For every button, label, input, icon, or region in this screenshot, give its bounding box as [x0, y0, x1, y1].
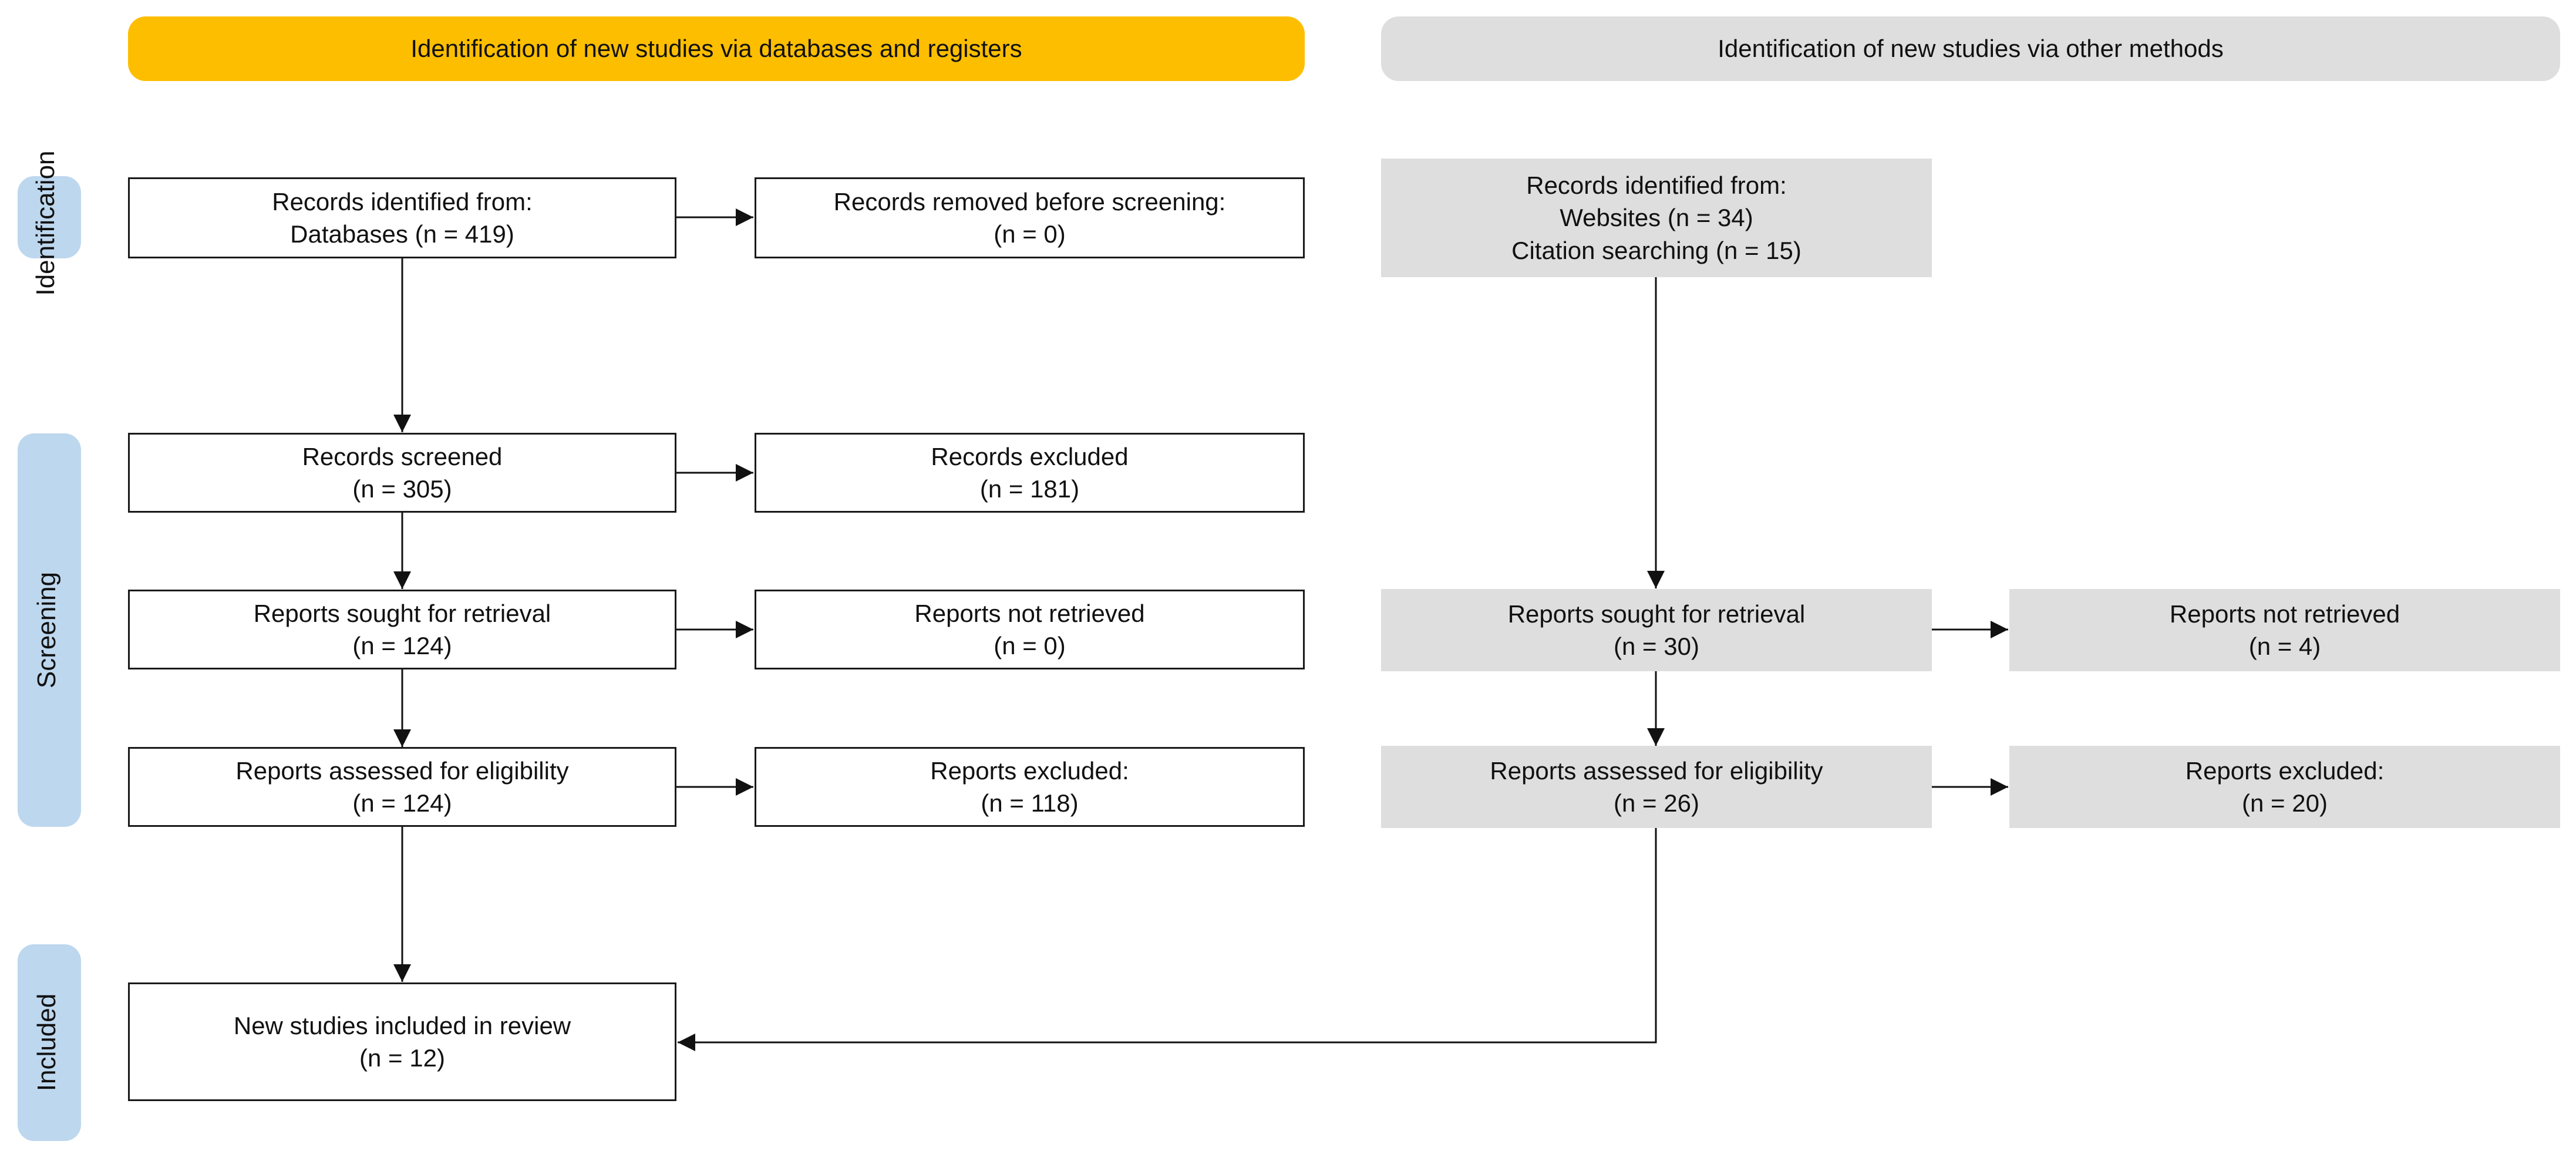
db-reports-not-retrieved-line2: (n = 0)	[994, 632, 1066, 659]
screening-phase-band	[18, 433, 81, 827]
other-reports-excluded-line1: Reports excluded:	[2185, 756, 2385, 785]
other-reports-sought-line2: (n = 30)	[1614, 632, 1699, 660]
other-reports-not-retrieved-box: Reports not retrieved (n = 4)	[2009, 589, 2560, 671]
db-records-removed-line1: Records removed before screening:	[833, 187, 1226, 216]
other-reports-sought-line1: Reports sought for retrieval	[1507, 600, 1806, 628]
other-records-identified-line1: Records identified from:	[1526, 171, 1787, 199]
other-reports-excluded-box: Reports excluded: (n = 20)	[2009, 746, 2560, 828]
other-reports-not-retrieved-line2: (n = 4)	[2248, 632, 2321, 660]
db-records-screened-line2: (n = 305)	[352, 475, 452, 503]
other-reports-sought-box: Reports sought for retrieval (n = 30)	[1381, 589, 1932, 671]
db-records-identified-line1: Records identified from:	[272, 187, 533, 216]
db-reports-assessed-line1: Reports assessed for eligibility	[235, 756, 569, 785]
db-reports-sought-box: Reports sought for retrieval (n = 124)	[128, 590, 676, 669]
db-reports-assessed-box: Reports assessed for eligibility (n = 12…	[128, 747, 676, 827]
db-records-removed-line2: (n = 0)	[994, 220, 1066, 248]
db-reports-assessed-line2: (n = 124)	[352, 789, 452, 817]
studies-included-line1: New studies included in review	[233, 1011, 571, 1039]
other-records-identified-line3: Citation searching (n = 15)	[1511, 236, 1801, 264]
db-reports-excluded-line2: (n = 118)	[981, 789, 1079, 817]
arrow-other-assessed-to-included	[678, 828, 1657, 1051]
db-records-identified-line2: Databases (n = 419)	[290, 220, 514, 248]
other-records-identified-line2: Websites (n = 34)	[1560, 204, 1753, 232]
db-reports-not-retrieved-box: Reports not retrieved (n = 0)	[755, 590, 1305, 669]
db-records-identified-box: Records identified from: Databases (n = …	[128, 177, 676, 258]
db-records-excluded-line1: Records excluded	[931, 442, 1129, 470]
studies-included-line2: (n = 12)	[359, 1044, 445, 1072]
database-column-header: Identification of new studies via databa…	[128, 16, 1305, 81]
included-phase-band	[18, 944, 81, 1141]
db-reports-excluded-box: Reports excluded: (n = 118)	[755, 747, 1305, 827]
db-records-removed-box: Records removed before screening: (n = 0…	[755, 177, 1305, 258]
other-methods-column-header: Identification of new studies via other …	[1381, 16, 2560, 81]
db-reports-sought-line2: (n = 124)	[352, 632, 452, 659]
db-records-excluded-line2: (n = 181)	[979, 475, 1080, 503]
db-records-screened-line1: Records screened	[302, 442, 503, 470]
other-reports-assessed-line2: (n = 26)	[1614, 789, 1699, 817]
other-reports-assessed-line1: Reports assessed for eligibility	[1490, 756, 1823, 785]
other-reports-excluded-line2: (n = 20)	[2242, 789, 2328, 817]
other-records-identified-box: Records identified from: Websites (n = 3…	[1381, 159, 1932, 277]
other-reports-not-retrieved-line1: Reports not retrieved	[2169, 600, 2400, 628]
other-reports-assessed-box: Reports assessed for eligibility (n = 26…	[1381, 746, 1932, 828]
db-reports-sought-line1: Reports sought for retrieval	[253, 599, 551, 627]
db-records-excluded-box: Records excluded (n = 181)	[755, 433, 1305, 513]
identification-phase-band	[18, 176, 81, 258]
db-records-screened-box: Records screened (n = 305)	[128, 433, 676, 513]
studies-included-box: New studies included in review (n = 12)	[128, 982, 676, 1101]
db-reports-excluded-line1: Reports excluded:	[930, 756, 1129, 785]
db-reports-not-retrieved-line1: Reports not retrieved	[914, 599, 1145, 627]
